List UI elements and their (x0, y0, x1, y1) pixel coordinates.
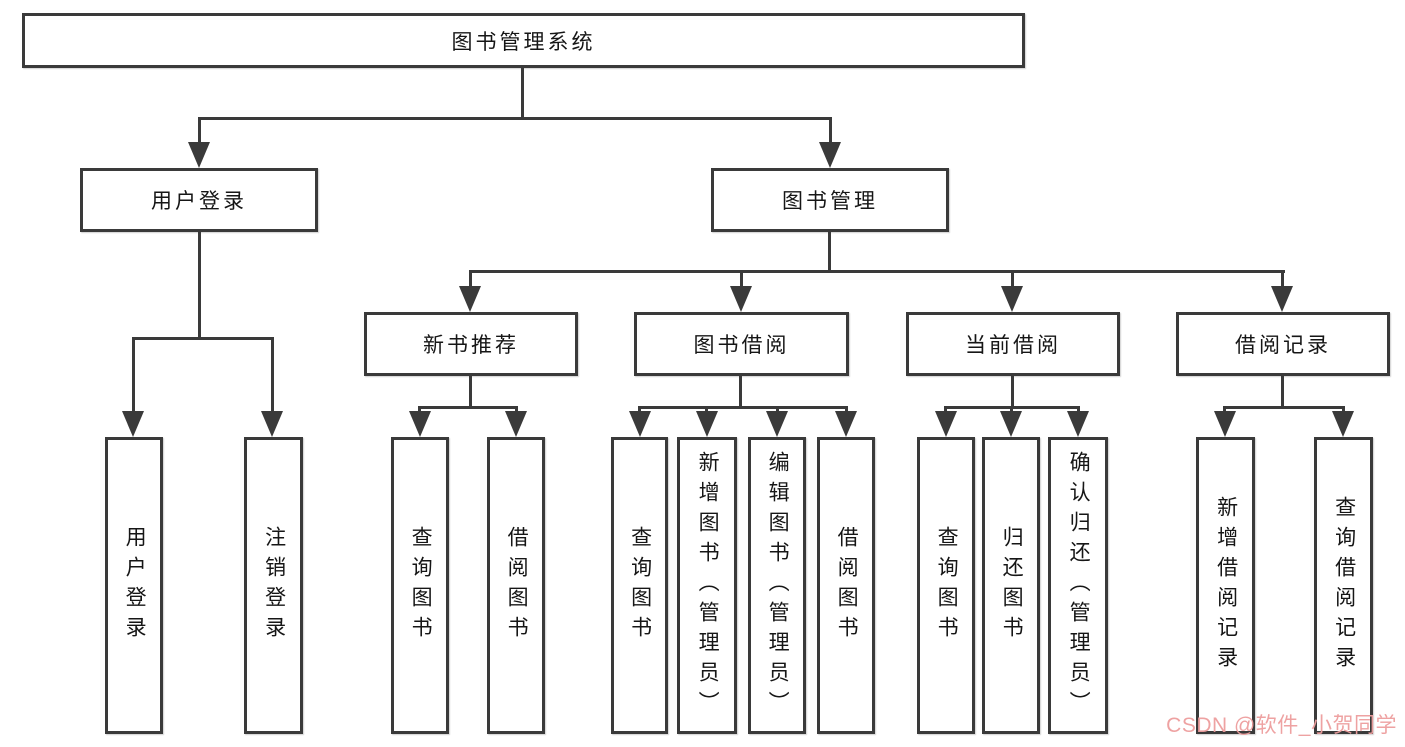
leaf-query-borrow-record: 查询借阅记录 (1314, 437, 1373, 734)
arrow-down-icon (409, 411, 431, 437)
node-root-label: 图书管理系统 (451, 30, 596, 54)
connector-hline (638, 406, 848, 409)
node-book-borrowing: 图书借阅 (634, 312, 849, 376)
connector-vline (828, 232, 831, 272)
connector-vline (271, 337, 274, 411)
node-root: 图书管理系统 (22, 13, 1025, 68)
node-user-login: 用户登录 (80, 168, 318, 232)
leaf-query-borrow-record-label: 查询借阅记录 (1332, 495, 1356, 676)
connector-vline (521, 68, 524, 117)
leaf-confirm-return-admin-label: 确认归还（管理员） (1067, 450, 1091, 721)
leaf-borrow-books-recommend: 借阅图书 (487, 437, 545, 734)
connector-vline (845, 406, 848, 413)
connector-vline (515, 406, 518, 413)
node-book-borrowing-label: 图书借阅 (693, 334, 790, 357)
node-new-book-recommendation-label: 新书推荐 (423, 334, 519, 357)
watermark: CSDN @软件_小贺同学 (1166, 714, 1397, 737)
leaf-logout: 注销登录 (244, 437, 303, 734)
connector-vline (739, 376, 742, 408)
arrow-down-icon (261, 411, 283, 437)
connector-vline (776, 406, 779, 413)
leaf-borrow-books-recommend-label: 借阅图书 (505, 525, 529, 646)
arrow-down-icon (766, 411, 788, 437)
connector-vline (638, 406, 641, 413)
arrow-down-icon (835, 411, 857, 437)
node-book-management-label: 图书管理 (782, 190, 878, 213)
connector-hline (1223, 406, 1345, 409)
arrow-down-icon (1332, 411, 1354, 437)
arrow-down-icon (505, 411, 527, 437)
connector-vline (944, 406, 947, 413)
connector-vline (418, 406, 421, 413)
leaf-query-books-borrow: 查询图书 (611, 437, 668, 734)
connector-vline (132, 337, 135, 411)
connector-vline (1077, 406, 1080, 413)
leaf-confirm-return-admin: 确认归还（管理员） (1048, 437, 1108, 734)
leaf-add-books-admin: 新增图书（管理员） (677, 437, 737, 734)
arrow-down-icon (629, 411, 651, 437)
connector-vline (1281, 270, 1284, 286)
leaf-add-borrow-record-label: 新增借阅记录 (1214, 495, 1238, 676)
arrow-down-icon (1067, 411, 1089, 437)
leaf-query-books-recommend: 查询图书 (391, 437, 449, 734)
node-current-borrowing: 当前借阅 (906, 312, 1120, 376)
connector-vline (198, 232, 201, 337)
node-user-login-label: 用户登录 (151, 190, 247, 213)
connector-hline (418, 406, 518, 409)
connector-vline (1342, 406, 1345, 413)
leaf-query-books-borrow-label: 查询图书 (628, 525, 652, 646)
arrow-down-icon (1214, 411, 1236, 437)
leaf-query-books-recommend-label: 查询图书 (409, 525, 433, 646)
leaf-add-books-admin-label: 新增图书（管理员） (696, 450, 720, 721)
connector-vline (469, 270, 472, 286)
connector-vline (198, 117, 201, 142)
leaf-user-login: 用户登录 (105, 437, 163, 734)
leaf-return-books-label: 归还图书 (1000, 525, 1024, 646)
arrow-down-icon (1001, 286, 1023, 312)
arrow-down-icon (459, 286, 481, 312)
connector-vline (829, 117, 832, 142)
leaf-return-books: 归还图书 (982, 437, 1040, 734)
node-borrowing-records-label: 借阅记录 (1235, 334, 1331, 357)
leaf-query-books-current: 查询图书 (917, 437, 975, 734)
arrow-down-icon (819, 142, 841, 168)
leaf-edit-books-admin: 编辑图书（管理员） (748, 437, 806, 734)
arrow-down-icon (1000, 411, 1022, 437)
node-book-management: 图书管理 (711, 168, 949, 232)
node-current-borrowing-label: 当前借阅 (965, 334, 1061, 357)
arrow-down-icon (730, 286, 752, 312)
node-borrowing-records: 借阅记录 (1176, 312, 1390, 376)
connector-hline (132, 337, 274, 340)
arrow-down-icon (696, 411, 718, 437)
connector-vline (740, 270, 743, 286)
leaf-add-borrow-record: 新增借阅记录 (1196, 437, 1255, 734)
connector-hline (469, 270, 1285, 273)
arrow-down-icon (1271, 286, 1293, 312)
connector-vline (1281, 376, 1284, 408)
leaf-borrow-books: 借阅图书 (817, 437, 875, 734)
leaf-borrow-books-label: 借阅图书 (835, 525, 859, 646)
connector-vline (1010, 406, 1013, 413)
connector-vline (1011, 376, 1014, 408)
arrow-down-icon (122, 411, 144, 437)
connector-vline (1223, 406, 1226, 413)
leaf-query-books-current-label: 查询图书 (935, 525, 959, 646)
leaf-edit-books-admin-label: 编辑图书（管理员） (766, 450, 790, 721)
leaf-user-login-label: 用户登录 (123, 525, 147, 646)
connector-vline (705, 406, 708, 413)
leaf-logout-label: 注销登录 (262, 525, 286, 646)
connector-hline (199, 117, 831, 120)
arrow-down-icon (935, 411, 957, 437)
arrow-down-icon (188, 142, 210, 168)
connector-vline (1011, 270, 1014, 286)
connector-vline (469, 376, 472, 408)
node-new-book-recommendation: 新书推荐 (364, 312, 578, 376)
